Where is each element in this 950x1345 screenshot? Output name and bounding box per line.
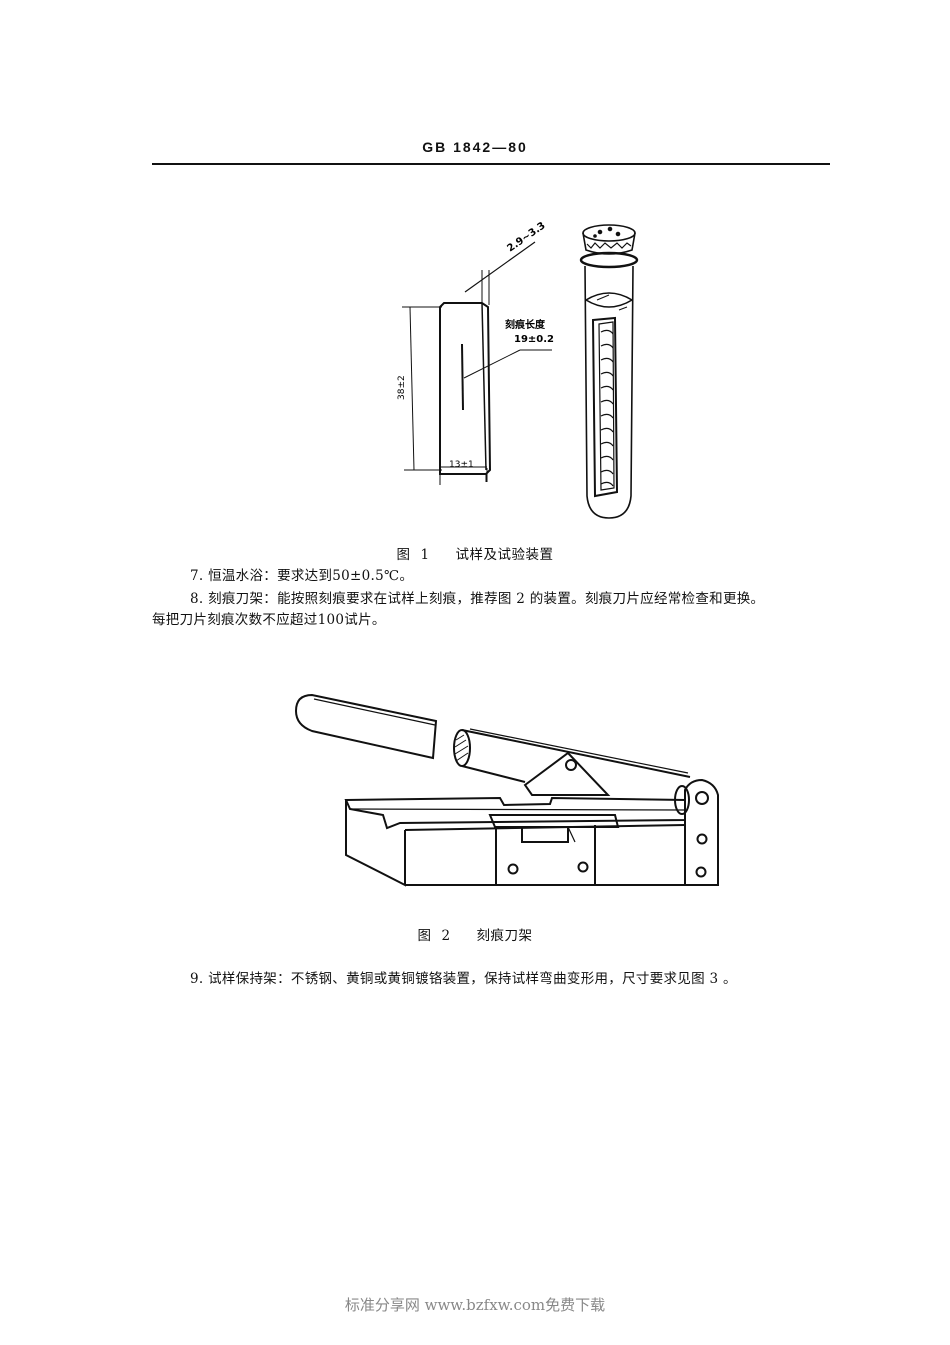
item-number: 9. <box>190 971 204 987</box>
item-number: 7. <box>190 568 204 584</box>
item-term: 试样保持架： <box>208 971 291 987</box>
scratch-length-title: 刻痕长度 <box>505 318 546 331</box>
figure1-caption-number: 1 <box>420 547 430 563</box>
item-text: 能按照刻痕要求在试样上刻痕，推荐图 2 的装置。刻痕刀片应经常检查和更换。 <box>277 591 765 607</box>
figure1-specimen-drawing: 2.9~3.3 刻痕长度 19±0.2 38±2 13±1 <box>397 220 554 485</box>
item-text: 不锈钢、黄铜或黄铜镀铬装置，保持试样弯曲变形用，尺寸要求见图 3 。 <box>290 971 737 987</box>
item-7: 7. 恒温水浴：要求达到50±0.5℃。 <box>190 566 413 587</box>
figure2-caption-title: 刻痕刀架 <box>476 928 533 944</box>
footer-watermark: 标准分享网 www.bzfxw.com免费下载 <box>344 1296 606 1314</box>
standard-code-header: GB 1842—80 <box>422 139 528 155</box>
header-rule <box>152 163 830 165</box>
item-8-continuation: 每把刀片刻痕次数不应超过100试片。 <box>152 612 386 628</box>
item-text: 要求达到50±0.5℃。 <box>277 568 414 584</box>
figure1-test-tube-drawing <box>579 224 639 519</box>
figure1-caption-prefix: 图 <box>396 547 411 563</box>
height-label: 38±2 <box>397 375 407 400</box>
scratch-length-value: 19±0.2 <box>514 334 554 345</box>
item-number: 8. <box>190 591 204 607</box>
figure2-caption-number: 2 <box>441 928 451 944</box>
item-9: 9. 试样保持架：不锈钢、黄铜或黄铜镀铬装置，保持试样弯曲变形用，尺寸要求见图 … <box>190 969 737 990</box>
figure2-knife-holder-drawing <box>294 693 719 887</box>
width-label: 13±1 <box>449 460 474 470</box>
figure2-caption-prefix: 图 <box>417 928 432 944</box>
figure1-caption-title: 试样及试验装置 <box>455 547 554 563</box>
thickness-label: 2.9~3.3 <box>505 220 547 254</box>
item-term: 刻痕刀架： <box>208 591 278 607</box>
item-term: 恒温水浴： <box>208 568 278 584</box>
item-8: 8. 刻痕刀架：能按照刻痕要求在试样上刻痕，推荐图 2 的装置。刻痕刀片应经常检… <box>190 589 840 610</box>
